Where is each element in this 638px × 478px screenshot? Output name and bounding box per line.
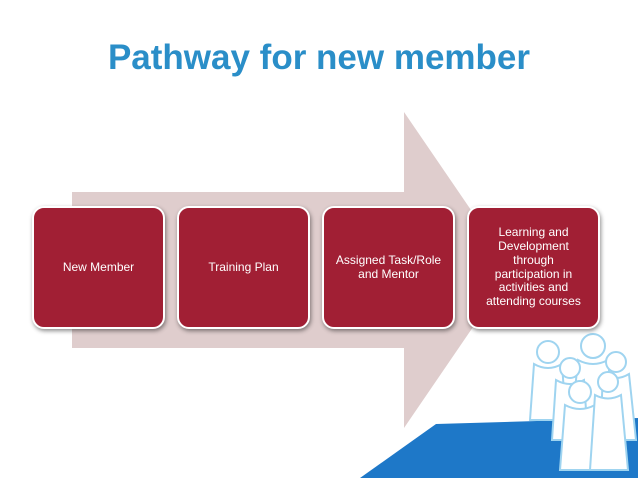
step-box-new-member: New Member	[32, 206, 165, 329]
step-box-training-plan: Training Plan	[177, 206, 310, 329]
slide-title: Pathway for new member	[107, 38, 531, 77]
step-label: New Member	[62, 259, 135, 274]
people-silhouettes-icon	[528, 333, 638, 471]
step-label: Learning and Development through partici…	[486, 225, 581, 309]
step-box-assigned-task: Assigned Task/Role and Mentor	[322, 206, 455, 329]
step-label: Training Plan	[208, 259, 279, 274]
step-box-learning-development: Learning and Development through partici…	[467, 206, 600, 329]
step-label: Assigned Task/Role and Mentor	[335, 252, 442, 281]
